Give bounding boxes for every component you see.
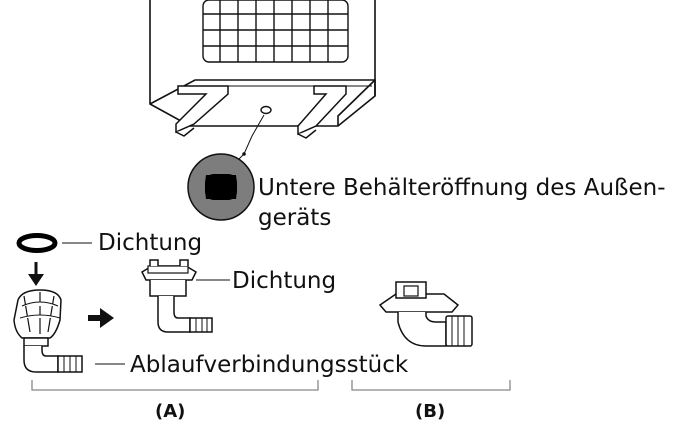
assembled-connector xyxy=(141,259,213,333)
bracket-b xyxy=(351,380,511,391)
arrow-down xyxy=(28,262,44,286)
drain-connector-b xyxy=(378,281,473,347)
mounting-feet xyxy=(175,85,347,139)
bracket-a xyxy=(31,380,319,391)
seal-ring xyxy=(16,233,58,253)
seal-label-2: Dichtung xyxy=(232,268,337,294)
grille xyxy=(202,0,349,63)
base-opening-label-line2: geräts xyxy=(258,205,332,231)
base-opening-detail-disc xyxy=(187,153,255,221)
group-b-label: (B) xyxy=(415,401,446,422)
group-a-label: (A) xyxy=(155,401,186,422)
arrow-right xyxy=(88,308,114,328)
seal-label-1: Dichtung xyxy=(98,230,203,256)
drain-connector-label: Ablaufverbindungsstück xyxy=(130,352,409,378)
drain-connector-a xyxy=(13,289,83,373)
base-opening-label-line1: Untere Behälteröffnung des Außen- xyxy=(258,175,666,201)
base-drain-hole xyxy=(260,105,272,115)
